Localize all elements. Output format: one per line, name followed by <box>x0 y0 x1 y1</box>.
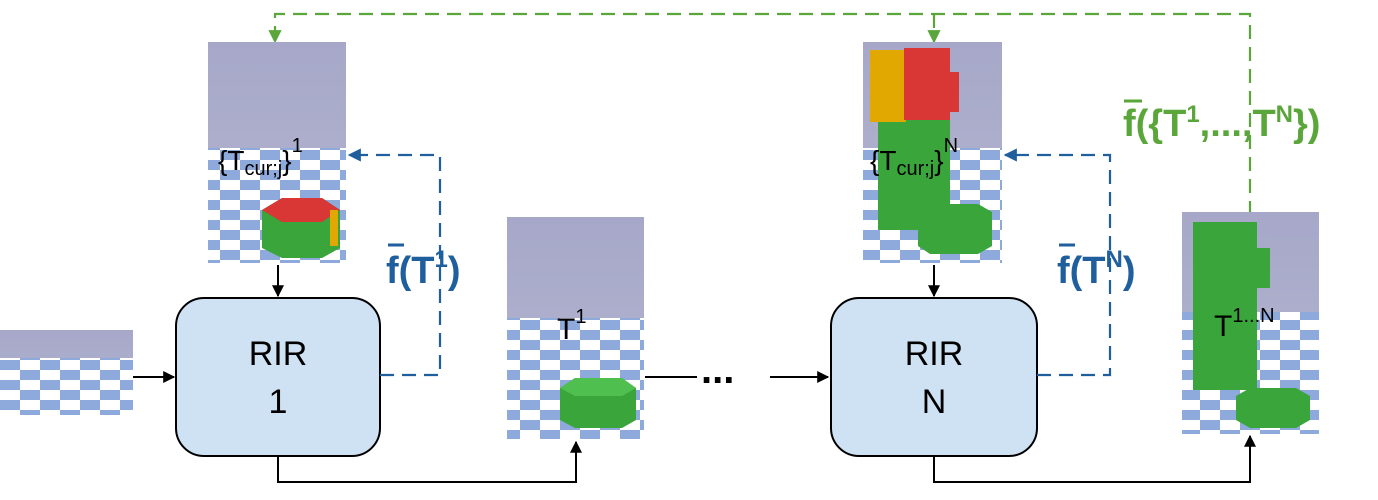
rir-block-n-line2: N <box>922 383 947 421</box>
svg-text:f(TN): f(TN) <box>1057 246 1136 292</box>
svg-text:T1: T1 <box>557 306 586 346</box>
blue-feedback-loop-1 <box>347 148 442 377</box>
svg-text:{Tcur;j}N: {Tcur;j}N <box>870 135 958 180</box>
svg-text:T1...N: T1...N <box>1214 305 1275 343</box>
scene-image-t1n: T1...N <box>1182 212 1319 434</box>
svg-text:{Tcur;j}1: {Tcur;j}1 <box>218 135 303 180</box>
rirn-to-t1n-arrow <box>933 434 1256 483</box>
green-feedback-loop <box>268 12 1252 215</box>
svg-text:f(T1): f(T1) <box>386 246 461 292</box>
rir1-to-t1-arrow <box>277 440 582 483</box>
f-all-label: f({T1,...,TN}) <box>1123 99 1320 145</box>
blue-feedback-loop-n <box>1003 148 1112 377</box>
scene-image-tcur-n: {Tcur;j}N <box>863 42 1002 263</box>
ellipsis: ... <box>701 348 734 392</box>
f-t1-label: f(T1) <box>386 243 461 292</box>
rir-block-1-line1: RIR <box>249 335 308 373</box>
rir-block-n: RIR N <box>830 297 1038 457</box>
rir-block-1: RIR 1 <box>175 297 381 457</box>
f-tn-label: f(TN) <box>1057 243 1136 292</box>
svg-text:f({T1,...,TN}): f({T1,...,TN}) <box>1123 101 1320 145</box>
rir-block-1-line2: 1 <box>269 383 288 421</box>
scene-image-tcur-1: {Tcur;j}1 <box>208 42 346 263</box>
input-scene-image <box>0 330 133 415</box>
scene-image-t1: T1 <box>507 217 644 439</box>
rir-block-n-line1: RIR <box>905 335 964 373</box>
